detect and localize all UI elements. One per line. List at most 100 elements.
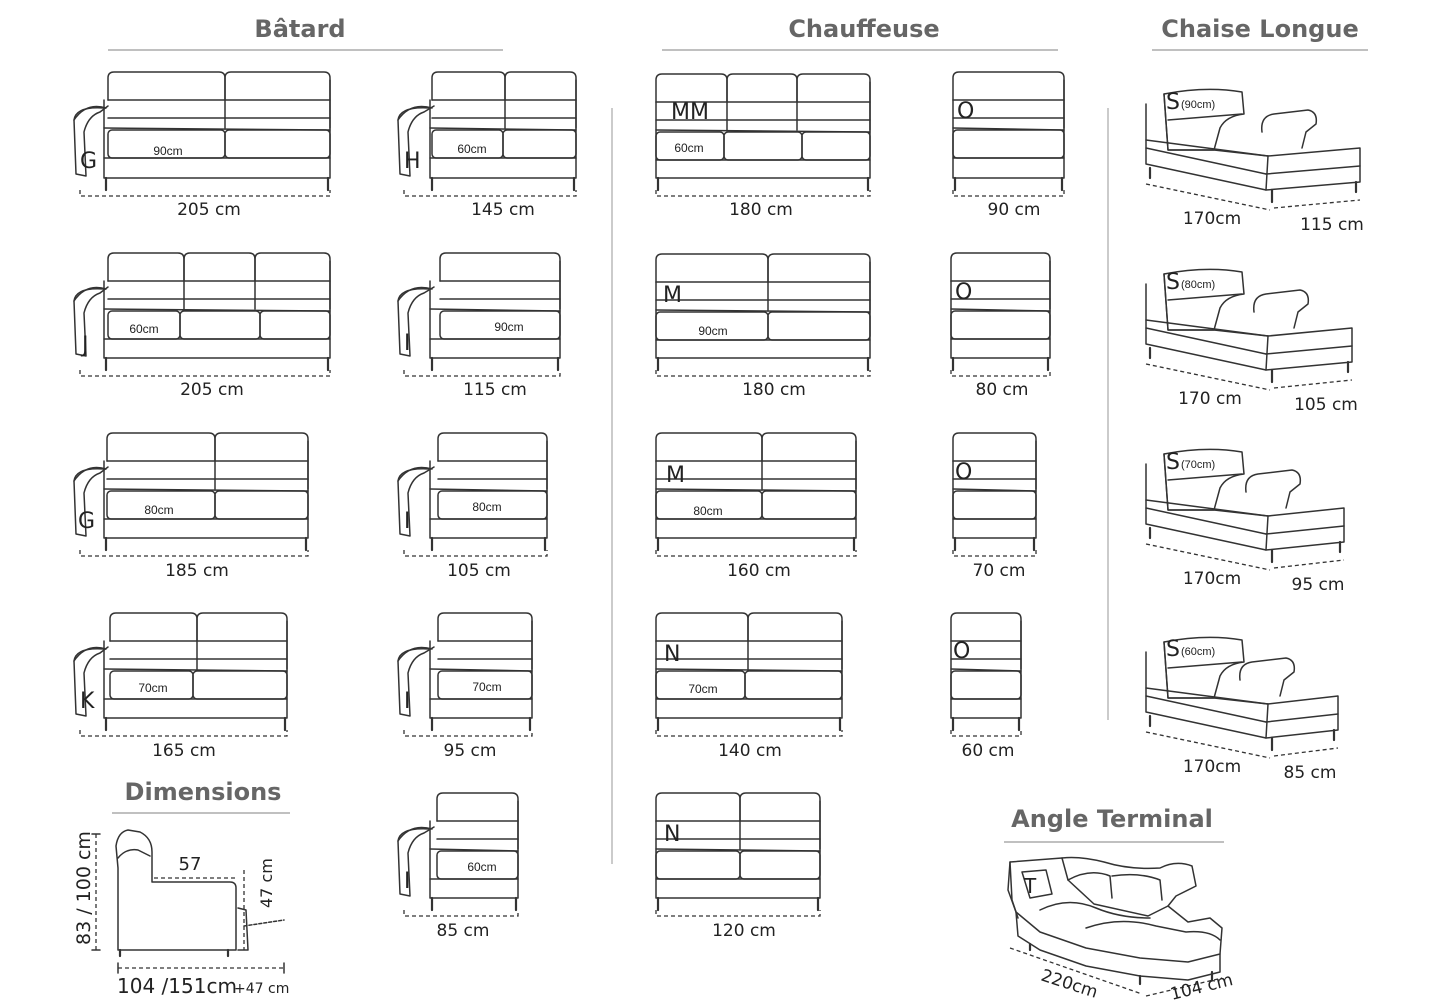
module-letter: O [955,460,972,485]
back-cushion [952,71,1065,129]
armrest-top [73,105,107,121]
total-width-label: 180 cm [729,200,793,220]
chaise-seam [1145,695,1267,723]
seat-cushion [950,310,1051,340]
back-cushion [739,792,821,850]
seat-width-label: 60cm [674,141,703,155]
dimension-line [403,550,548,557]
dimension-line [1145,183,1271,211]
chaise-seam [1265,165,1361,175]
seat-cushion [723,131,803,161]
back-cushion [437,432,548,490]
back-cushion [439,252,561,310]
chaise-back [1163,268,1245,331]
svg-text:Chauffeuse: Chauffeuse [788,15,939,43]
back-cushion [254,252,331,310]
seat-cushion [952,129,1065,159]
svg-text:Chaise Longue: Chaise Longue [1161,15,1358,43]
chaise-seam [1167,661,1243,669]
chaise-body [1145,453,1345,551]
module-frame [429,79,577,179]
dimension-line [1273,559,1345,569]
back-cushion [747,612,843,670]
seat-cushion [192,670,288,700]
profile-height-label: 83 / 100 cm [73,831,95,945]
dimension-line [1145,543,1271,571]
back-cushion [796,73,871,131]
seat-width-label: 70cm [688,682,717,696]
chaise-seam [1145,327,1267,355]
total-width-label: 85 cm [437,921,490,941]
chaise-width-label: 115 cm [1300,215,1364,235]
dimension-line [952,190,1065,197]
angle-terminal-illustration [1007,856,1223,997]
chaise-length-label: 170cm [1183,209,1241,229]
total-width-label: 105 cm [447,561,511,581]
armrest [73,286,109,357]
armrest-top [397,286,433,302]
chaise-back [1163,636,1245,699]
chaise-armrest [1245,469,1302,509]
armrest-top [73,646,107,662]
module-illustrations [73,71,1361,917]
seat-width-label: 90cm [494,320,523,334]
dimension-line [655,370,871,377]
module-letter: I [404,509,411,534]
dimension-line [403,730,533,737]
chaise-seat [1145,687,1269,705]
seat-width-label: 90cm [698,324,727,338]
seat-width-label: 60cm [467,860,496,874]
svg-text:Bâtard: Bâtard [254,15,345,43]
section-title-chauffeuse: Chauffeuse [662,15,1058,51]
chaise-edge [1265,335,1269,371]
armrest-top [397,105,433,121]
seat-cushion [767,311,871,341]
dimension-line [655,550,857,557]
seat-width-label: 60cm [457,142,486,156]
back-cushion [767,253,871,311]
chaise-size-label: (70cm) [1181,459,1215,471]
dimension-line [655,910,821,917]
chaise-size-label: (80cm) [1181,279,1215,291]
chaise-letter: S [1166,637,1180,662]
chaise-back [1163,448,1245,511]
chaise-edge [1265,515,1269,551]
dimension-line [1145,363,1271,391]
svg-text:Angle Terminal: Angle Terminal [1011,805,1213,833]
module-letter: K [80,689,95,714]
total-width-label: 145 cm [471,200,535,220]
module-letter: G [78,509,95,534]
chaise-length-label: 170 cm [1178,389,1242,409]
chaise-armrest [1253,289,1310,329]
chaise-seam [1265,525,1345,535]
module-letter: I [404,331,411,356]
dimension-line [655,730,843,737]
seat-cushion [259,310,331,340]
dimension-line [403,370,561,377]
total-width-label: 115 cm [463,380,527,400]
dimension-line [1273,747,1339,757]
seat-cushion [952,490,1037,520]
total-width-label: 140 cm [718,741,782,761]
total-width-label: 90 cm [988,200,1041,220]
back-cushion [214,432,309,490]
chaise-letter: S [1166,270,1180,295]
back-cushion [436,792,519,850]
dimension-line [79,550,309,557]
chaise-armrest [1261,109,1318,149]
profile-seat-depth-label: 57 [179,854,202,875]
dimension-line [950,730,1022,737]
chaise-width-label: 85 cm [1284,763,1337,783]
module-letter: M [666,463,685,488]
seat-cushion [224,129,331,159]
seat-cushion [744,670,843,700]
back-cushion [950,612,1022,670]
section-title-chaise-longue: Chaise Longue [1152,15,1368,51]
seat-width-label: 80cm [144,503,173,517]
seat-cushion [801,131,871,161]
back-cushion [196,612,288,670]
chaise-seam [1265,713,1339,723]
total-width-label: 70 cm [973,561,1026,581]
total-width-label: 80 cm [976,380,1029,400]
